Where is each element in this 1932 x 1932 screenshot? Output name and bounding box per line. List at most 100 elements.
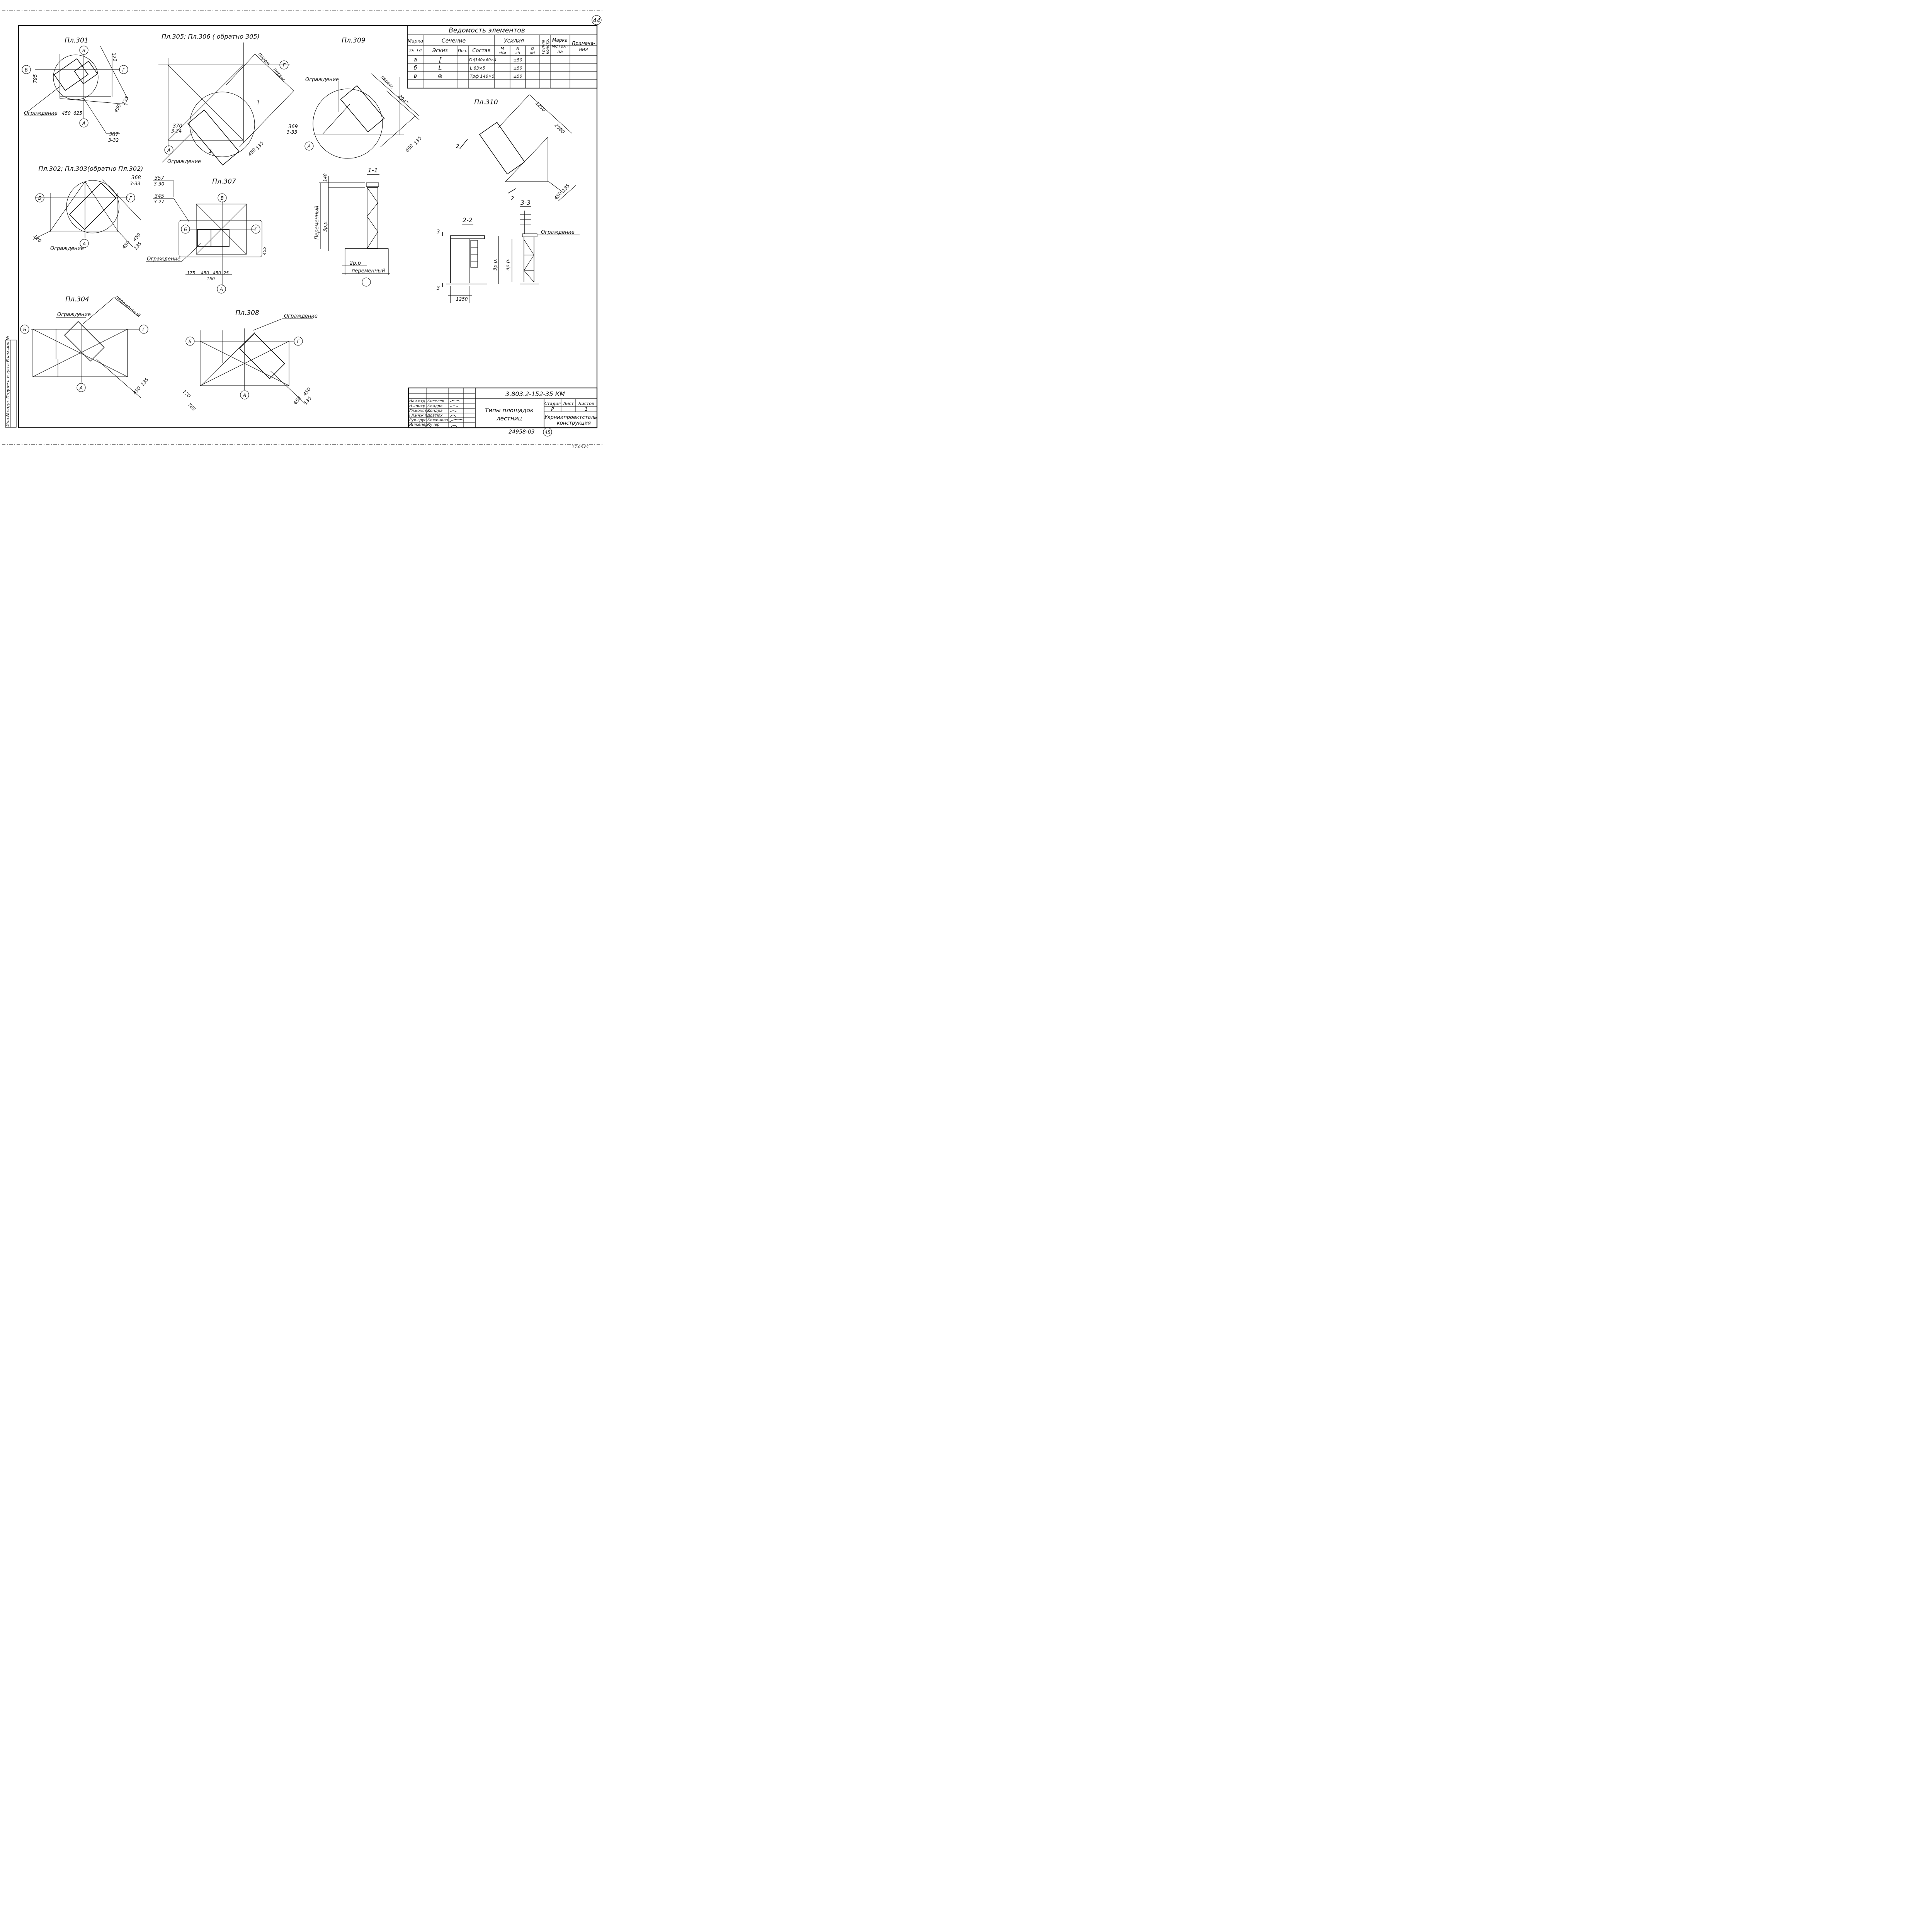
axis-label: Г (255, 227, 258, 232)
stamp-name: Кондра (427, 404, 442, 408)
dimension: 25 (223, 270, 229, 276)
plan-title: Пл.310 (474, 99, 498, 106)
reference-number: 345 (155, 194, 164, 199)
dimension: 1250 (534, 100, 547, 113)
dimension: 1250 (456, 296, 468, 302)
schedule-row: в ⊕ Трф 146×5 ±50 (414, 73, 522, 80)
guardrail-label: Ограждение (57, 312, 91, 318)
stamp-role: Нач.отд. (409, 399, 427, 403)
dimension: 450 (247, 147, 257, 157)
plan-309: Пл.309 А Ограждение перем. 2042 450 135 … (287, 37, 423, 159)
plan-title: Пл.304 (65, 296, 89, 303)
cut-mark: 1 (257, 100, 260, 106)
axis-label: Б (189, 339, 192, 344)
dimension: переменный (352, 268, 385, 274)
dimension: 450 (132, 232, 142, 242)
reference-number: 357 (155, 175, 165, 181)
dimension: 3р.р. (505, 259, 510, 271)
dimension: 120 (32, 233, 43, 243)
dimension: 450 (121, 240, 131, 250)
guardrail-label: Ограждение (305, 77, 339, 83)
row-mark: б (414, 65, 417, 71)
drawing-sheet: 44 Инв.№подл. Подпись и дата Взам.инв.№ … (2, 10, 603, 449)
dimension: 2560 (554, 122, 566, 135)
header-m: М (501, 47, 504, 51)
header-steel-2: метал- (552, 43, 568, 49)
sheet-header: Лист (563, 401, 574, 406)
signatures (449, 400, 464, 427)
header-forces: Усилия (504, 38, 524, 44)
dimension: 795 (32, 74, 38, 83)
row-composition: Трф 146×5 (470, 74, 495, 79)
extra-sheet-number: 45 (544, 430, 550, 435)
drawing-frame (18, 25, 598, 429)
dimension: 120 (111, 52, 118, 62)
elements-schedule: Ведомость элементов Марка эл-та Сечение … (406, 25, 598, 89)
row-composition: Гн[140×60×4 (469, 58, 497, 62)
header-steel-3: ла (556, 49, 563, 54)
dimension: Переменный (314, 206, 320, 240)
dimension: 450 (405, 143, 415, 153)
dimension: 450 (132, 385, 142, 396)
axis-label: В (82, 48, 85, 53)
axis-label: А (219, 287, 223, 292)
plan-307: Пл.307 В Б Г А 357 3-30 345 3-27 Огражде… (146, 175, 267, 294)
guardrail-label: Ограждение (541, 230, 575, 235)
header-group-2: констр. (546, 39, 550, 54)
stamp-role: Рук.груп. (409, 418, 428, 422)
sheet-number: 44 (593, 17, 600, 24)
plan-304: Пл.304 Б Г А Ограждение переменный 450 1… (20, 294, 150, 398)
title-block: 3.803.2-152-35 КМ Нач.отд. Н.контр. Гл.к… (408, 387, 598, 437)
dimension: 763 (187, 402, 197, 412)
axis-label: Б (25, 67, 28, 73)
axis-label: Г (297, 339, 300, 344)
plan-title: Пл.305; Пл.306 ( обратно 305) (162, 33, 260, 40)
dimension: перем. (257, 51, 272, 68)
plan-title: Пл.307 (212, 178, 236, 185)
header-m-unit: кНм (499, 51, 506, 55)
header-n-unit: кН (515, 51, 520, 55)
row-force-n: ±50 (513, 74, 522, 79)
reference-sheet: 3-27 (154, 199, 165, 204)
dimension: 450 (302, 386, 312, 397)
stamp-name: Ковтюх (427, 413, 442, 418)
section-1-1: 1-1 140 Переменный 3р.р. 2р.р переменный (314, 167, 390, 287)
guardrail-label: Ограждение (147, 256, 180, 262)
stamp-role: Инженер (409, 423, 428, 427)
axis-label: Г (283, 63, 286, 68)
sheet-title-line1: Типы площадок (485, 407, 534, 414)
header-mark: Марка (408, 38, 423, 44)
sheet-number-circle (592, 15, 602, 25)
axis-label: В (221, 196, 224, 201)
header-sketch: Эскиз (432, 48, 448, 54)
schedule-row: б L L 63×5 ±50 (414, 64, 522, 71)
plan-301: Пл.301 В Б Г А 795 120 Ограждение 450 62… (22, 37, 130, 143)
cut-mark: 1 (209, 148, 212, 154)
header-composition: Состав (472, 48, 490, 54)
header-note: Примеча- (572, 41, 595, 46)
organization-2: конструкция (557, 420, 591, 426)
plan-308: Пл.308 Б Г А Ограждение 120 763 450 450 … (182, 309, 318, 412)
dimension: перем. (380, 74, 395, 90)
sheets-value: 1 (585, 406, 588, 412)
dimension: 2042 (397, 94, 409, 105)
dimension: 625 (73, 111, 82, 116)
reference-number: 367 (109, 132, 119, 138)
corner-note: 17.06.81 (572, 445, 589, 449)
axis-label: Б (184, 227, 187, 232)
cut-mark: 3 (437, 229, 440, 235)
side-stamp-text: Инв.№подл. Подпись и дата Взам.инв.№ (5, 336, 10, 427)
dimension: 450 (62, 111, 71, 116)
inventory-number: 24958-03 (509, 429, 534, 435)
dimension: 450 (293, 395, 303, 406)
header-q: Q (531, 47, 534, 51)
plan-302: Пл.302; Пл.303(обратно Пл.302) Б Г А 368… (32, 165, 143, 252)
schedule-title: Ведомость элементов (449, 27, 525, 34)
header-section: Сечение (442, 38, 466, 44)
dimension: 450 (201, 270, 209, 276)
dimension: 135 (303, 395, 313, 406)
header-n: N (516, 47, 519, 51)
dimension: 135 (133, 241, 143, 251)
reference-sheet: 3-30 (154, 181, 165, 187)
side-stamp: Инв.№подл. Подпись и дата Взам.инв.№ (5, 336, 17, 428)
